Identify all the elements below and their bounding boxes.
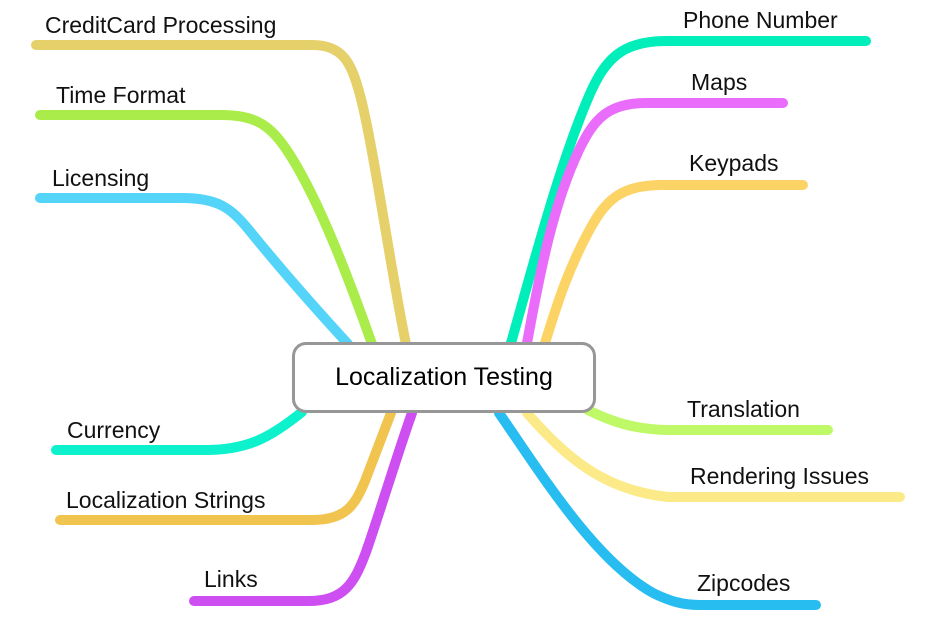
branch-curve-creditcard-processing	[31, 40, 411, 349]
branch-curve-localization-strings	[55, 408, 396, 525]
center-node-localization-testing[interactable]: Localization Testing	[292, 342, 596, 413]
branch-label-localization-strings[interactable]: Localization Strings	[66, 487, 266, 513]
branch-label-links[interactable]: Links	[204, 566, 258, 592]
branch-label-rendering-issues[interactable]: Rendering Issues	[690, 463, 869, 489]
branch-curve-currency	[51, 407, 307, 455]
branch-label-phone-number[interactable]: Phone Number	[683, 7, 838, 33]
branch-curve-links	[189, 408, 417, 606]
center-node-label: Localization Testing	[335, 363, 553, 391]
branch-curve-rendering-issues	[522, 408, 905, 502]
branch-label-currency[interactable]: Currency	[67, 417, 161, 443]
branch-curve-phone-number	[506, 36, 871, 348]
branch-label-licensing[interactable]: Licensing	[52, 165, 150, 191]
branch-curve-licensing	[35, 193, 353, 349]
branch-label-maps[interactable]: Maps	[691, 69, 748, 95]
branch-curve-time-format	[35, 110, 377, 349]
branch-curve-zipcodes	[494, 408, 821, 610]
branch-curve-keypads	[540, 180, 808, 348]
branch-label-translation[interactable]: Translation	[687, 396, 800, 422]
branch-curve-maps	[522, 98, 788, 348]
branch-label-creditcard-processing[interactable]: CreditCard Processing	[45, 12, 277, 38]
branch-curve-translation	[583, 405, 833, 435]
branch-label-time-format[interactable]: Time Format	[56, 82, 186, 108]
branch-label-zipcodes[interactable]: Zipcodes	[697, 570, 791, 596]
branch-label-keypads[interactable]: Keypads	[689, 150, 779, 176]
